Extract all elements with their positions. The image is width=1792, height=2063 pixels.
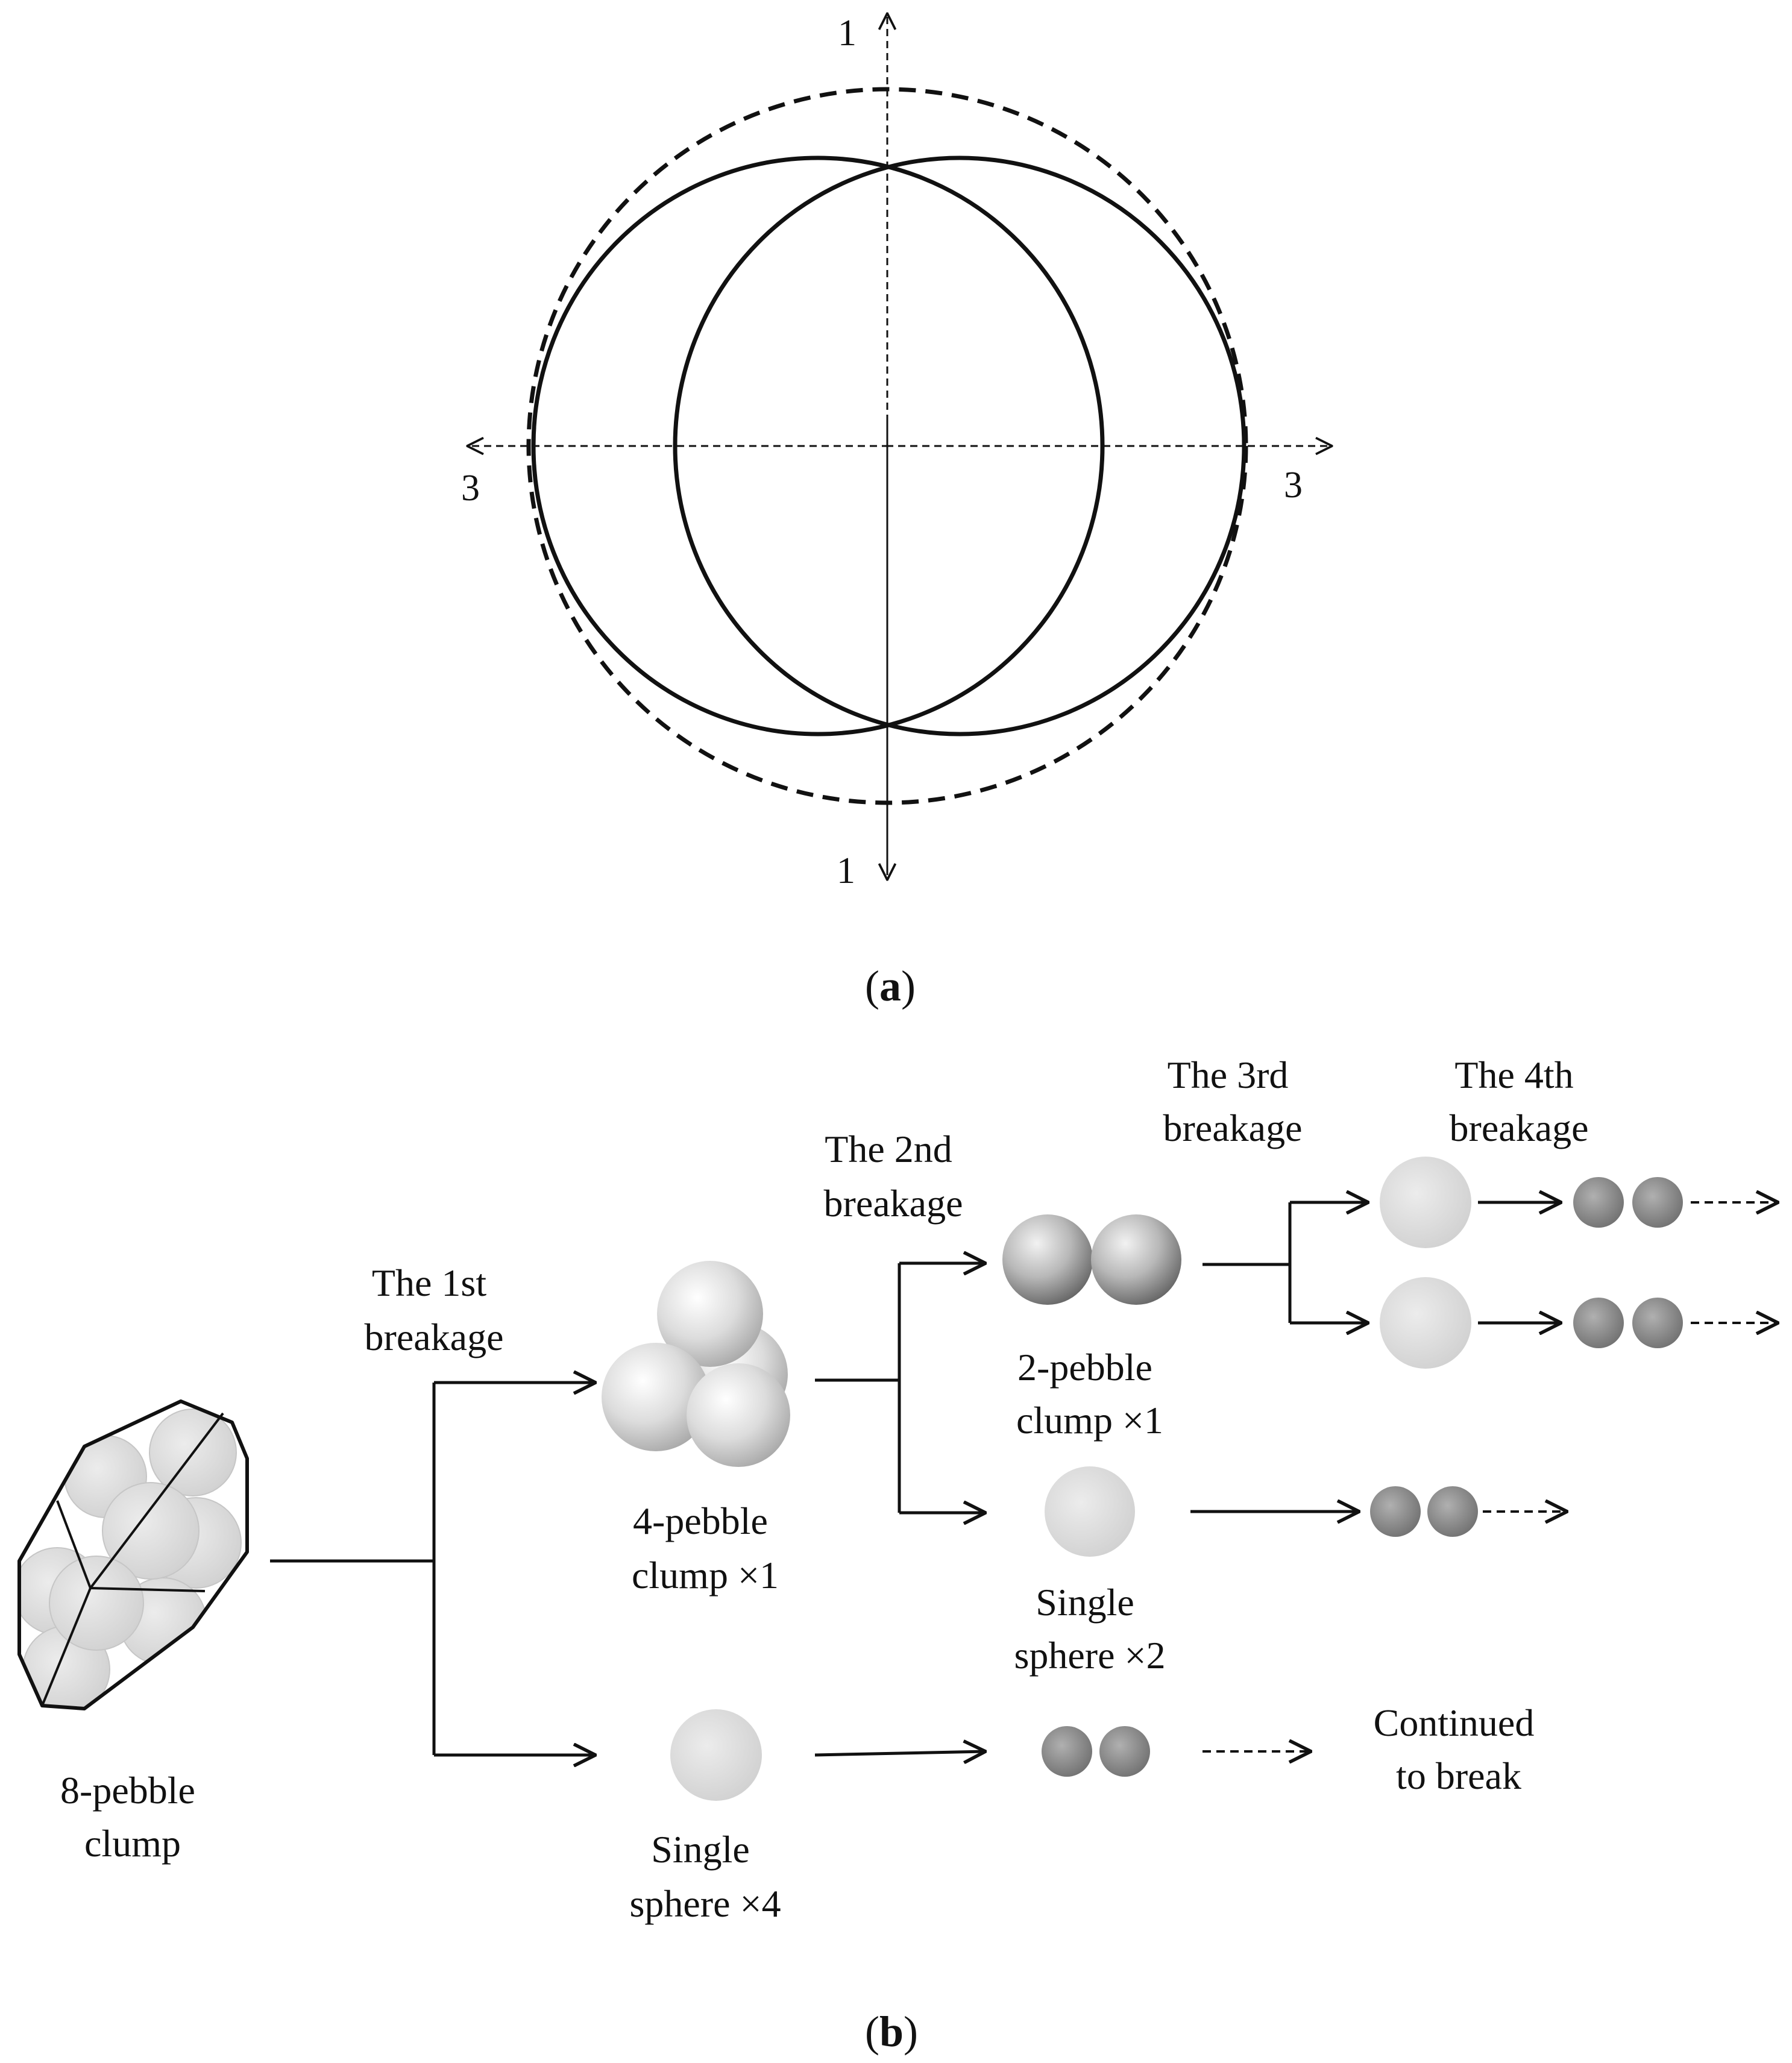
caption-a: (a) xyxy=(865,962,916,1010)
single-sphere-x2 xyxy=(1045,1466,1135,1557)
small-sphere-pair-bottom xyxy=(1042,1726,1150,1777)
second-breakage-connector xyxy=(815,1263,986,1513)
label-continued: Continued to break xyxy=(1374,1701,1544,1797)
label-single-x2: Single sphere ×2 xyxy=(1014,1581,1165,1677)
first-breakage-connector xyxy=(270,1383,596,1755)
label-four-clump: 4-pebble clump ×1 xyxy=(632,1499,779,1597)
small-sphere-pair-middle xyxy=(1370,1486,1478,1537)
single-sphere-x4 xyxy=(670,1709,762,1801)
stage-first-breakage: The 1st breakage xyxy=(365,1261,504,1358)
panel-b: 8-pebble clump The 1st breakage 4-pebble… xyxy=(17,1053,1778,2056)
small-sphere-pair-upper xyxy=(1573,1177,1683,1228)
stage-third-breakage: The 3rd breakage xyxy=(1163,1053,1303,1149)
four-pebble-clump xyxy=(602,1261,790,1467)
caption-b: (b) xyxy=(865,2008,918,2056)
single-sphere-lower xyxy=(1380,1277,1471,1369)
panel-a: 1 1 3 3 (a) xyxy=(461,13,1332,1010)
small-sphere-pair-lower xyxy=(1573,1298,1683,1348)
eight-pebble-clump xyxy=(17,1399,249,1710)
axis-label-right: 3 xyxy=(1284,465,1303,506)
stage-fourth-breakage: The 4th breakage xyxy=(1450,1053,1589,1149)
label-single-x4: Single sphere ×4 xyxy=(629,1828,781,1925)
right-solid-ellipse xyxy=(673,155,1247,736)
label-eight-clump: 8-pebble clump xyxy=(60,1769,205,1865)
axis-label-left: 3 xyxy=(461,468,480,509)
label-two-clump: 2-pebble clump ×1 xyxy=(1016,1346,1163,1442)
third-breakage-connector xyxy=(1203,1202,1368,1323)
two-pebble-clump xyxy=(1002,1214,1181,1305)
left-solid-ellipse xyxy=(531,155,1105,736)
stage-second-breakage: The 2nd breakage xyxy=(824,1128,963,1225)
single-sphere-upper xyxy=(1380,1157,1471,1248)
arrow-single-x4 xyxy=(814,1751,986,1755)
axis-label-top: 1 xyxy=(838,13,857,54)
axis-label-bottom: 1 xyxy=(837,850,855,891)
